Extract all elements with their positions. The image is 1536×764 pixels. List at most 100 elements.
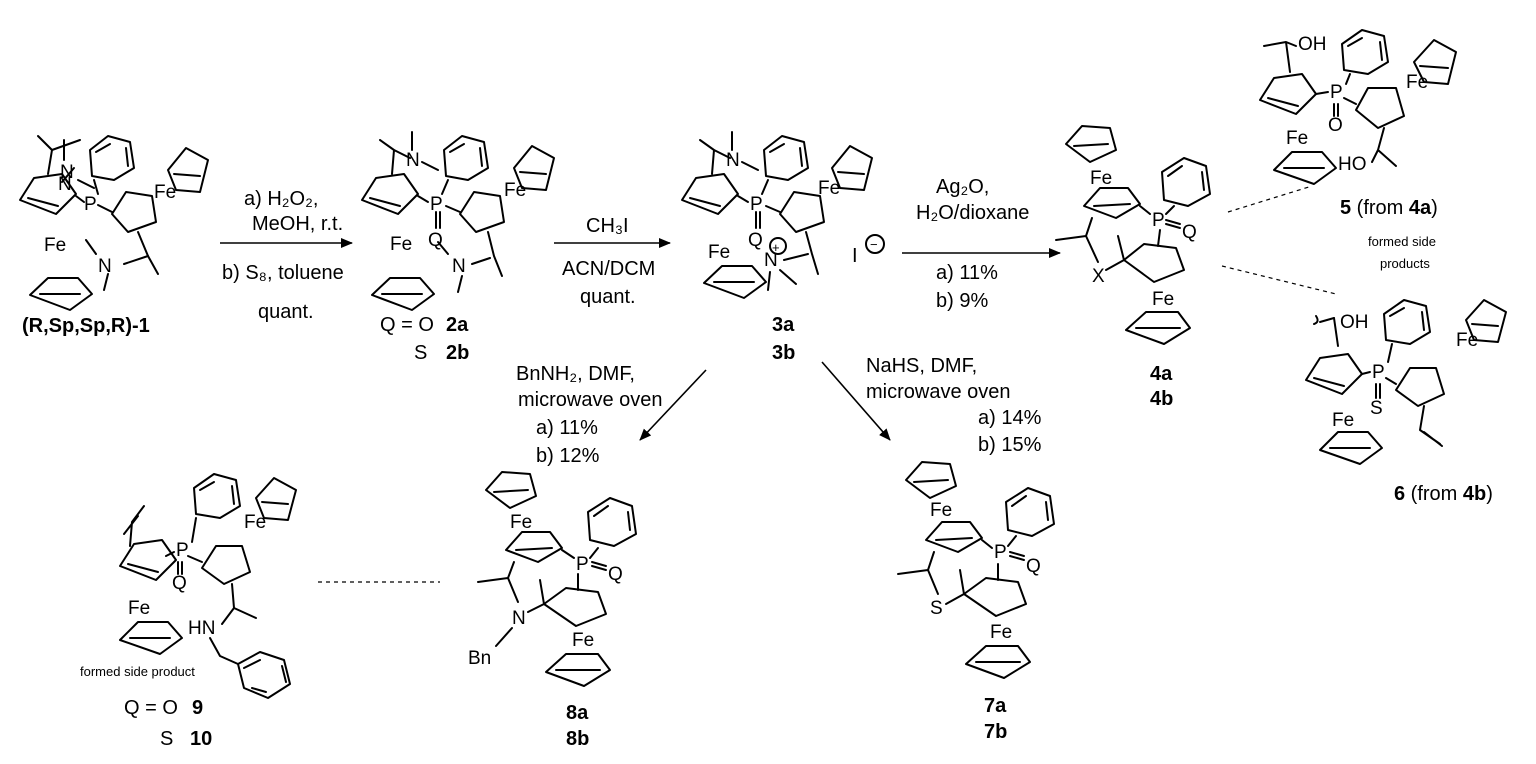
q-atom: Q xyxy=(1026,556,1041,577)
side-products-note-line2: products xyxy=(1380,256,1430,271)
fe-atom: Fe xyxy=(154,182,176,203)
compound-2b-id: 2b xyxy=(446,342,469,364)
compound-4b-id: 4b xyxy=(1150,388,1173,410)
counterion-iodide: I xyxy=(852,245,858,267)
compound-8a-id: 8a xyxy=(566,702,589,724)
compound-6-from-prefix: (from xyxy=(1405,483,1463,505)
connector-4-to-5 xyxy=(1227,185,1313,213)
p-atom: P xyxy=(750,194,763,215)
compound-2a-q-label: Q = O xyxy=(380,314,434,336)
step5-condition: microwave oven xyxy=(866,381,1011,403)
step2-solvent: ACN/DCM xyxy=(562,258,655,280)
compound-3b-id: 3b xyxy=(772,342,795,364)
minus-sign: − xyxy=(870,237,878,252)
compound-7-structure: Fe P Q S Fe xyxy=(897,461,1055,679)
compound-9-q-label: Q = O xyxy=(124,697,178,719)
fe-atom: Fe xyxy=(1456,330,1478,351)
compound-7a-id: 7a xyxy=(984,695,1007,717)
step3-yield-b: b) 9% xyxy=(936,290,988,312)
step2-reagent: CH₃I xyxy=(586,215,629,237)
compound-5-label: 5 (from 4a) xyxy=(1340,197,1438,219)
p-atom: P xyxy=(994,542,1007,563)
compound-2-structure: Fe N P Q Fe N xyxy=(361,131,555,311)
positive-charge-icon xyxy=(769,237,787,255)
step4-yield-a: a) 11% xyxy=(536,417,598,439)
compound-6-from-id: 4b xyxy=(1463,483,1486,505)
fe-atom: Fe xyxy=(930,500,952,521)
n-atom: N xyxy=(58,174,72,195)
fe-atom: Fe xyxy=(990,622,1012,643)
p-atom: P xyxy=(1152,210,1165,231)
ho-group: HO xyxy=(1338,154,1367,175)
fe-atom: Fe xyxy=(510,512,532,533)
fe-atom: Fe xyxy=(572,630,594,651)
p-atom: P xyxy=(1330,82,1343,103)
s-atom: S xyxy=(1370,398,1383,419)
compound-5-from-id: 4a xyxy=(1409,197,1432,219)
compound-4a-id: 4a xyxy=(1150,363,1173,385)
compound-5-from-suffix: ) xyxy=(1431,197,1438,219)
step4-arrow xyxy=(639,369,707,441)
fe-atom: Fe xyxy=(1286,128,1308,149)
step2-yield: quant. xyxy=(580,286,636,308)
compound-7b-id: 7b xyxy=(984,721,1007,743)
step4-yield-b: b) 12% xyxy=(536,445,600,467)
step4-reagent: BnNH₂, DMF, xyxy=(516,363,635,385)
step3-yield-a: a) 11% xyxy=(936,262,998,284)
compound-2a-id: 2a xyxy=(446,314,469,336)
fe-atom: Fe xyxy=(1090,168,1112,189)
fe-atom: Fe xyxy=(818,178,840,199)
q-atom: Q xyxy=(172,573,187,594)
fe-atom: Fe xyxy=(504,180,526,201)
fe-atom: Fe xyxy=(244,512,266,533)
x-atom: X xyxy=(1092,266,1105,287)
fe-atom: Fe xyxy=(128,598,150,619)
n-atom: N xyxy=(726,150,740,171)
step5-yield-a: a) 14% xyxy=(978,407,1042,429)
compound-9-id: 9 xyxy=(192,697,203,719)
n-atom: N xyxy=(60,162,74,183)
fe-atom: Fe xyxy=(1332,410,1354,431)
oh-group: OH xyxy=(1298,34,1327,55)
compound-1-structure: Fe N N P Fe N xyxy=(19,135,209,311)
compound-8-structure: Fe P Q N Bn Fe xyxy=(468,471,637,687)
compound-10-id: 10 xyxy=(190,728,212,750)
s-atom: S xyxy=(930,598,943,619)
p-atom: P xyxy=(430,194,443,215)
compound-3a-id: 3a xyxy=(772,314,795,336)
step1-condition-a: a) H₂O₂, xyxy=(244,188,318,210)
compound-5-number: 5 xyxy=(1340,197,1351,219)
q-atom: Q xyxy=(608,564,623,585)
compound-3-structure: Fe N P Q Fe N + I − xyxy=(681,131,885,299)
n-atom: N xyxy=(764,250,778,271)
compound-8b-id: 8b xyxy=(566,728,589,750)
step1-yield: quant. xyxy=(258,301,314,323)
p-atom: P xyxy=(176,540,189,561)
compound-5-structure: OH Fe P O Fe HO xyxy=(1259,29,1457,185)
q-atom: Q xyxy=(428,230,443,251)
compound-5-from-prefix: (from xyxy=(1351,197,1409,219)
compound-1-label: (R,Sp,Sp,R)-1 xyxy=(22,315,150,337)
side-products-note-line1: formed side xyxy=(1368,234,1436,249)
q-atom: Q xyxy=(1182,222,1197,243)
compound-9-structure: Fe P Q Fe HN xyxy=(119,473,297,699)
bn-group: Bn xyxy=(468,648,491,669)
connector-4-to-6 xyxy=(1221,265,1337,295)
p-atom: P xyxy=(576,554,589,575)
compound-10-q-label: S xyxy=(160,728,173,750)
plus-sign: + xyxy=(772,240,780,255)
compound-6-from-suffix: ) xyxy=(1486,483,1493,505)
oh-group: OH xyxy=(1340,312,1369,333)
compound-6-label: 6 (from 4b) xyxy=(1394,483,1493,505)
hn-group: HN xyxy=(188,618,215,639)
step3-solvent: H₂O/dioxane xyxy=(916,202,1029,224)
fe-atom: Fe xyxy=(1406,72,1428,93)
fe-atom: Fe xyxy=(1152,289,1174,310)
compound-4-structure: Fe P Q X Fe xyxy=(1055,125,1211,345)
n-atom: N xyxy=(512,608,526,629)
n-atom: N xyxy=(406,150,420,171)
n-atom: N xyxy=(452,256,466,277)
step5-yield-b: b) 15% xyxy=(978,434,1042,456)
